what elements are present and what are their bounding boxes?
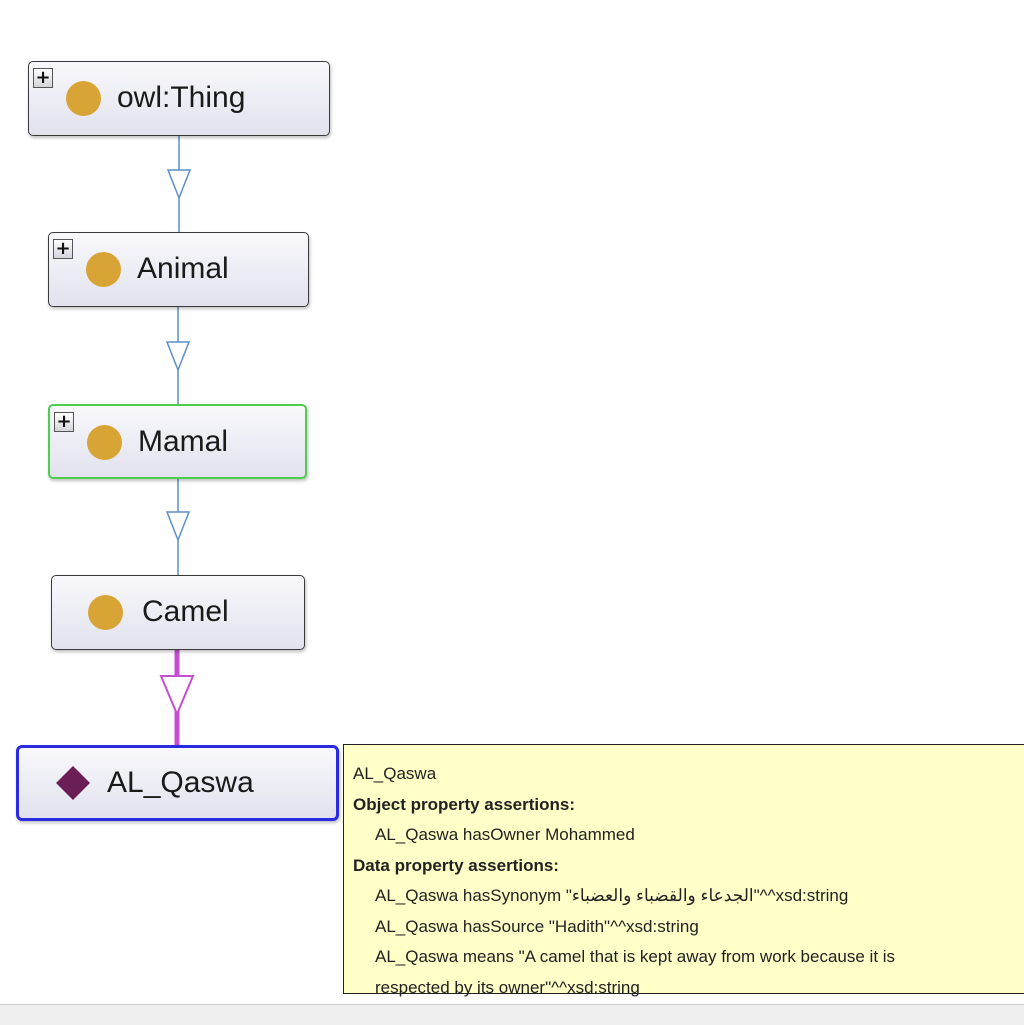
animal-label: Animal [137, 252, 229, 285]
class-circle-icon [66, 81, 101, 116]
expand-owl-thing-button[interactable]: + [33, 68, 53, 88]
animal-node[interactable]: + Animal [48, 232, 309, 307]
edge-mamal-camel-arrow [165, 511, 191, 543]
tooltip-data-assertion: AL_Qaswa means "A camel that is kept awa… [375, 947, 896, 966]
al-qaswa-label: AL_Qaswa [107, 766, 254, 799]
camel-node[interactable]: Camel [51, 575, 305, 650]
al-qaswa-node[interactable]: AL_Qaswa [16, 745, 339, 821]
class-circle-icon [88, 595, 123, 630]
mamal-label: Mamal [138, 425, 229, 458]
class-circle-icon [87, 425, 122, 460]
owl-thing-label: owl:Thing [117, 81, 246, 114]
individual-tooltip: AL_Qaswa Object property assertions: AL_… [343, 744, 1024, 997]
status-bar [0, 1004, 1024, 1025]
tooltip-data-assertion: AL_Qaswa hasSource "Hadith"^^xsd:string [375, 916, 699, 936]
expand-animal-button[interactable]: + [53, 239, 73, 259]
edge-thing-animal-arrow [166, 169, 192, 201]
tooltip-object-assertion: AL_Qaswa hasOwner Mohammed [375, 825, 635, 844]
tooltip-title: AL_Qaswa [353, 764, 437, 783]
expand-mamal-button[interactable]: + [54, 412, 74, 432]
tooltip-data-assertion-continued: respected by its owner"^^xsd:string [375, 977, 640, 997]
mamal-node[interactable]: + Mamal [48, 404, 307, 479]
tooltip-object-heading: Object property assertions: [353, 794, 576, 814]
individual-diamond-icon [56, 766, 90, 800]
class-circle-icon [86, 252, 121, 287]
edge-camel-alqaswa-arrow [159, 675, 195, 717]
tooltip-data-heading: Data property assertions: [353, 855, 559, 875]
edge-animal-mamal-arrow [165, 341, 191, 373]
camel-label: Camel [142, 595, 229, 628]
owl-thing-node[interactable]: + owl:Thing [28, 61, 330, 136]
tooltip-data-assertion: AL_Qaswa hasSynonym "الجدعاء والقضباء وا… [375, 886, 849, 905]
